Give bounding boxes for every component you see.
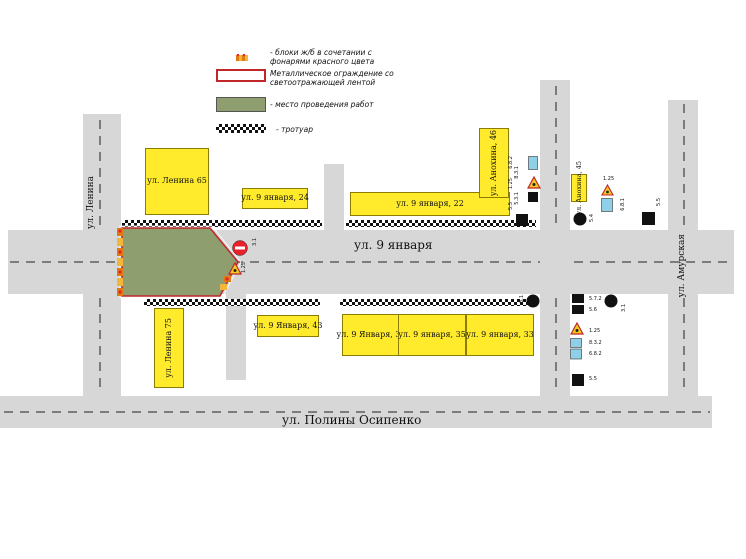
legend-fence-swatch xyxy=(216,69,266,82)
sidewalk-top-left xyxy=(122,220,322,227)
warning-sign-icon xyxy=(228,262,242,275)
sidewalk-bottom-left xyxy=(144,299,320,306)
legend-sidewalk-label: - тротуар xyxy=(276,125,313,134)
road-side-upper xyxy=(324,164,344,234)
legend-work-area-label: - место проведения работ xyxy=(270,100,374,109)
road-amurskaya xyxy=(668,100,698,410)
legend-sidewalk-swatch xyxy=(216,124,266,133)
warning-sign-right-icon xyxy=(601,184,614,196)
road-anohina xyxy=(540,80,570,410)
sign-label-8-3-1-a: 8.3.1 xyxy=(514,166,520,179)
square-sign-lower-icon xyxy=(572,294,584,314)
sign-label-5-5-b: 5.5 xyxy=(656,198,662,206)
building-9-january-33: ул. 9 января, 33 xyxy=(466,314,534,356)
sign-label-5-4: 5.4 xyxy=(589,214,595,222)
sign-label-3-1: 3.1 xyxy=(252,238,258,246)
sidewalk-top-right xyxy=(346,220,536,227)
building-anohina-45: ул. Анохина, 45 xyxy=(571,161,587,215)
street-label-lenina: ул. Ленина xyxy=(86,176,96,229)
building-9-january-43: ул. 9 Января, 43 xyxy=(254,315,323,337)
info-plate-icon xyxy=(528,156,538,170)
sign-label-5-5-c: 5.5 xyxy=(589,376,597,382)
legend-fence-label: Металлическое ограждение со светоотражаю… xyxy=(270,69,394,87)
sign-label-5-5-a: 5.5 xyxy=(508,202,514,210)
round-sign-mid-icon xyxy=(526,294,540,308)
sign-label-5-7-2: 5.7.2 xyxy=(589,296,602,302)
sign-label-8-3-2: 8.3.2 xyxy=(589,340,602,346)
info-plate-right-icon xyxy=(601,198,613,212)
sign-label-3-1-c: 3.1 xyxy=(621,304,627,312)
sign-label-5-6: 5.6 xyxy=(589,307,597,313)
street-label-amurskaya: ул. Амурская xyxy=(677,234,687,298)
legend-blocks-label: - блоки ж/б в сочетании с фонарями красн… xyxy=(270,48,375,66)
road-lenina xyxy=(83,114,121,414)
building-9-january-24: ул. 9 января, 24 xyxy=(241,188,309,209)
sign-label-1-25-b: 1.25 xyxy=(508,178,514,190)
one-way-sign-icon xyxy=(516,214,528,226)
sidewalk-bottom-right xyxy=(340,299,536,306)
legend-work-area-swatch xyxy=(216,97,266,112)
info-plate-lower-icon xyxy=(570,338,582,360)
no-entry-sign-icon xyxy=(232,240,248,256)
sign-label-5-3-1: 5.3.1 xyxy=(514,192,520,205)
legend-blocks-icon xyxy=(236,47,249,61)
sign-label-6-8-2-b: 6.8.2 xyxy=(589,351,602,357)
street-label-9-january: ул. 9 января xyxy=(354,238,433,252)
warning-sign-anohina-icon xyxy=(527,176,541,189)
round-sign-left-icon xyxy=(573,212,587,226)
sign-label-3-1-b: 3.1 xyxy=(519,295,525,303)
sign-label-1-25-a: 1.25 xyxy=(241,262,247,274)
building-lenina-75: ул. Ленина 75 xyxy=(154,308,184,388)
street-label-polina-osipenko: ул. Полины Осипенко xyxy=(282,413,422,427)
sign-label-1-25-c: 1.25 xyxy=(603,176,615,182)
lane-sign-icon xyxy=(528,192,538,202)
building-lenina-65: ул. Ленина 65 xyxy=(145,148,209,215)
building-9-january-35: ул. 9 января, 35 xyxy=(398,314,466,356)
sign-label-6-8-1: 6.8.1 xyxy=(620,198,626,211)
road-side-lower xyxy=(226,294,246,380)
sign-label-1-25-d: 1.25 xyxy=(589,328,601,334)
warning-sign-lower-icon xyxy=(570,322,584,335)
square-sign-bottom-icon xyxy=(572,374,584,386)
square-sign-right-icon xyxy=(642,212,655,225)
building-anohina-46: ул. Анохина, 46 xyxy=(479,128,509,198)
round-sign-lower-right-icon xyxy=(604,294,618,308)
